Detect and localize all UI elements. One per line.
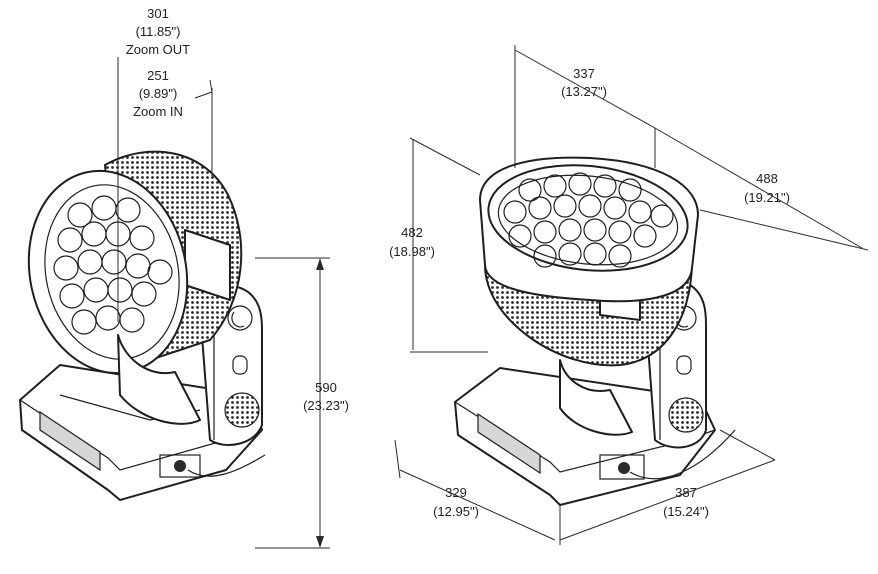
left-dimension-lines <box>117 57 330 549</box>
left-fixture-base <box>19 364 266 501</box>
right-height-in-label: (18.98") <box>389 244 435 259</box>
zoom-in-mm-label: 251 <box>147 68 169 83</box>
zoom-out-mm-label: 301 <box>147 6 169 21</box>
zoom-out-in-label: (11.85") <box>136 24 181 39</box>
left-fixture-head <box>27 150 243 375</box>
depth-mm-label: 488 <box>756 171 778 186</box>
right-dimension-lines <box>394 45 869 545</box>
left-height-mm-label: 590 <box>315 380 337 395</box>
right-lens-array <box>503 172 674 268</box>
base-width-in-label: (12.95") <box>433 504 479 519</box>
left-height-in-label: (23.23") <box>303 398 349 413</box>
base-depth-mm-label: 387 <box>675 485 697 500</box>
zoom-out-caption: Zoom OUT <box>126 42 190 57</box>
right-height-mm-label: 482 <box>401 225 423 240</box>
right-fixture-base <box>454 367 736 506</box>
base-width-mm-label: 329 <box>445 485 467 500</box>
depth-in-label: (19.21") <box>744 190 790 205</box>
zoom-in-caption: Zoom IN <box>133 104 183 119</box>
dimension-labels: 301 (11.85") Zoom OUT 251 (9.89") Zoom I… <box>126 6 790 519</box>
left-lens-array <box>53 195 173 335</box>
fixture-left-view <box>19 150 266 501</box>
right-fixture-head <box>479 156 699 367</box>
fixture-right-view <box>454 156 736 506</box>
top-width-mm-label: 337 <box>573 66 595 81</box>
zoom-in-in-label: (9.89") <box>139 86 178 101</box>
base-depth-in-label: (15.24") <box>663 504 709 519</box>
top-width-in-label: (13.27") <box>561 84 607 99</box>
